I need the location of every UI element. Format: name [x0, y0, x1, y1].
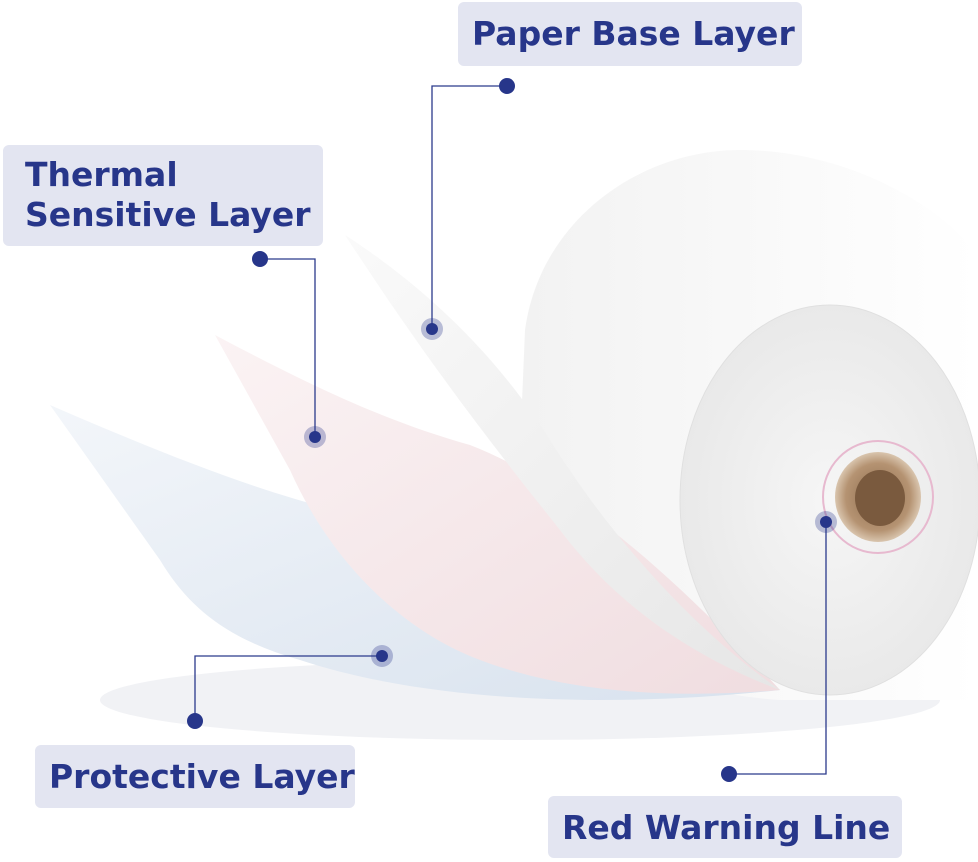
leader-line-paper-base	[431, 85, 507, 329]
target-dot	[376, 650, 388, 662]
target-dot	[309, 431, 321, 443]
label-thermal-line1: Thermal	[25, 155, 178, 194]
label-protective-layer: Protective Layer	[35, 745, 355, 808]
label-thermal-sensitive-layer: Thermal Sensitive Layer	[3, 145, 323, 246]
red-warning-ring	[822, 440, 934, 554]
target-dot	[820, 516, 832, 528]
leader-line-thermal	[260, 258, 316, 437]
label-thermal-line2: Sensitive Layer	[25, 195, 311, 234]
marker-dot	[721, 766, 737, 782]
roll-end-face	[679, 304, 978, 696]
roll-core-hole	[855, 470, 905, 526]
target-dot	[426, 323, 438, 335]
paper-base-sheet	[345, 235, 780, 690]
label-red-warning-line: Red Warning Line	[548, 796, 902, 858]
leader-line-protective	[194, 655, 382, 721]
marker-dot	[187, 713, 203, 729]
marker-dot	[252, 251, 268, 267]
leader-line-red-warning	[729, 522, 827, 775]
marker-dot	[499, 78, 515, 94]
label-paper-base-layer: Paper Base Layer	[458, 2, 802, 66]
